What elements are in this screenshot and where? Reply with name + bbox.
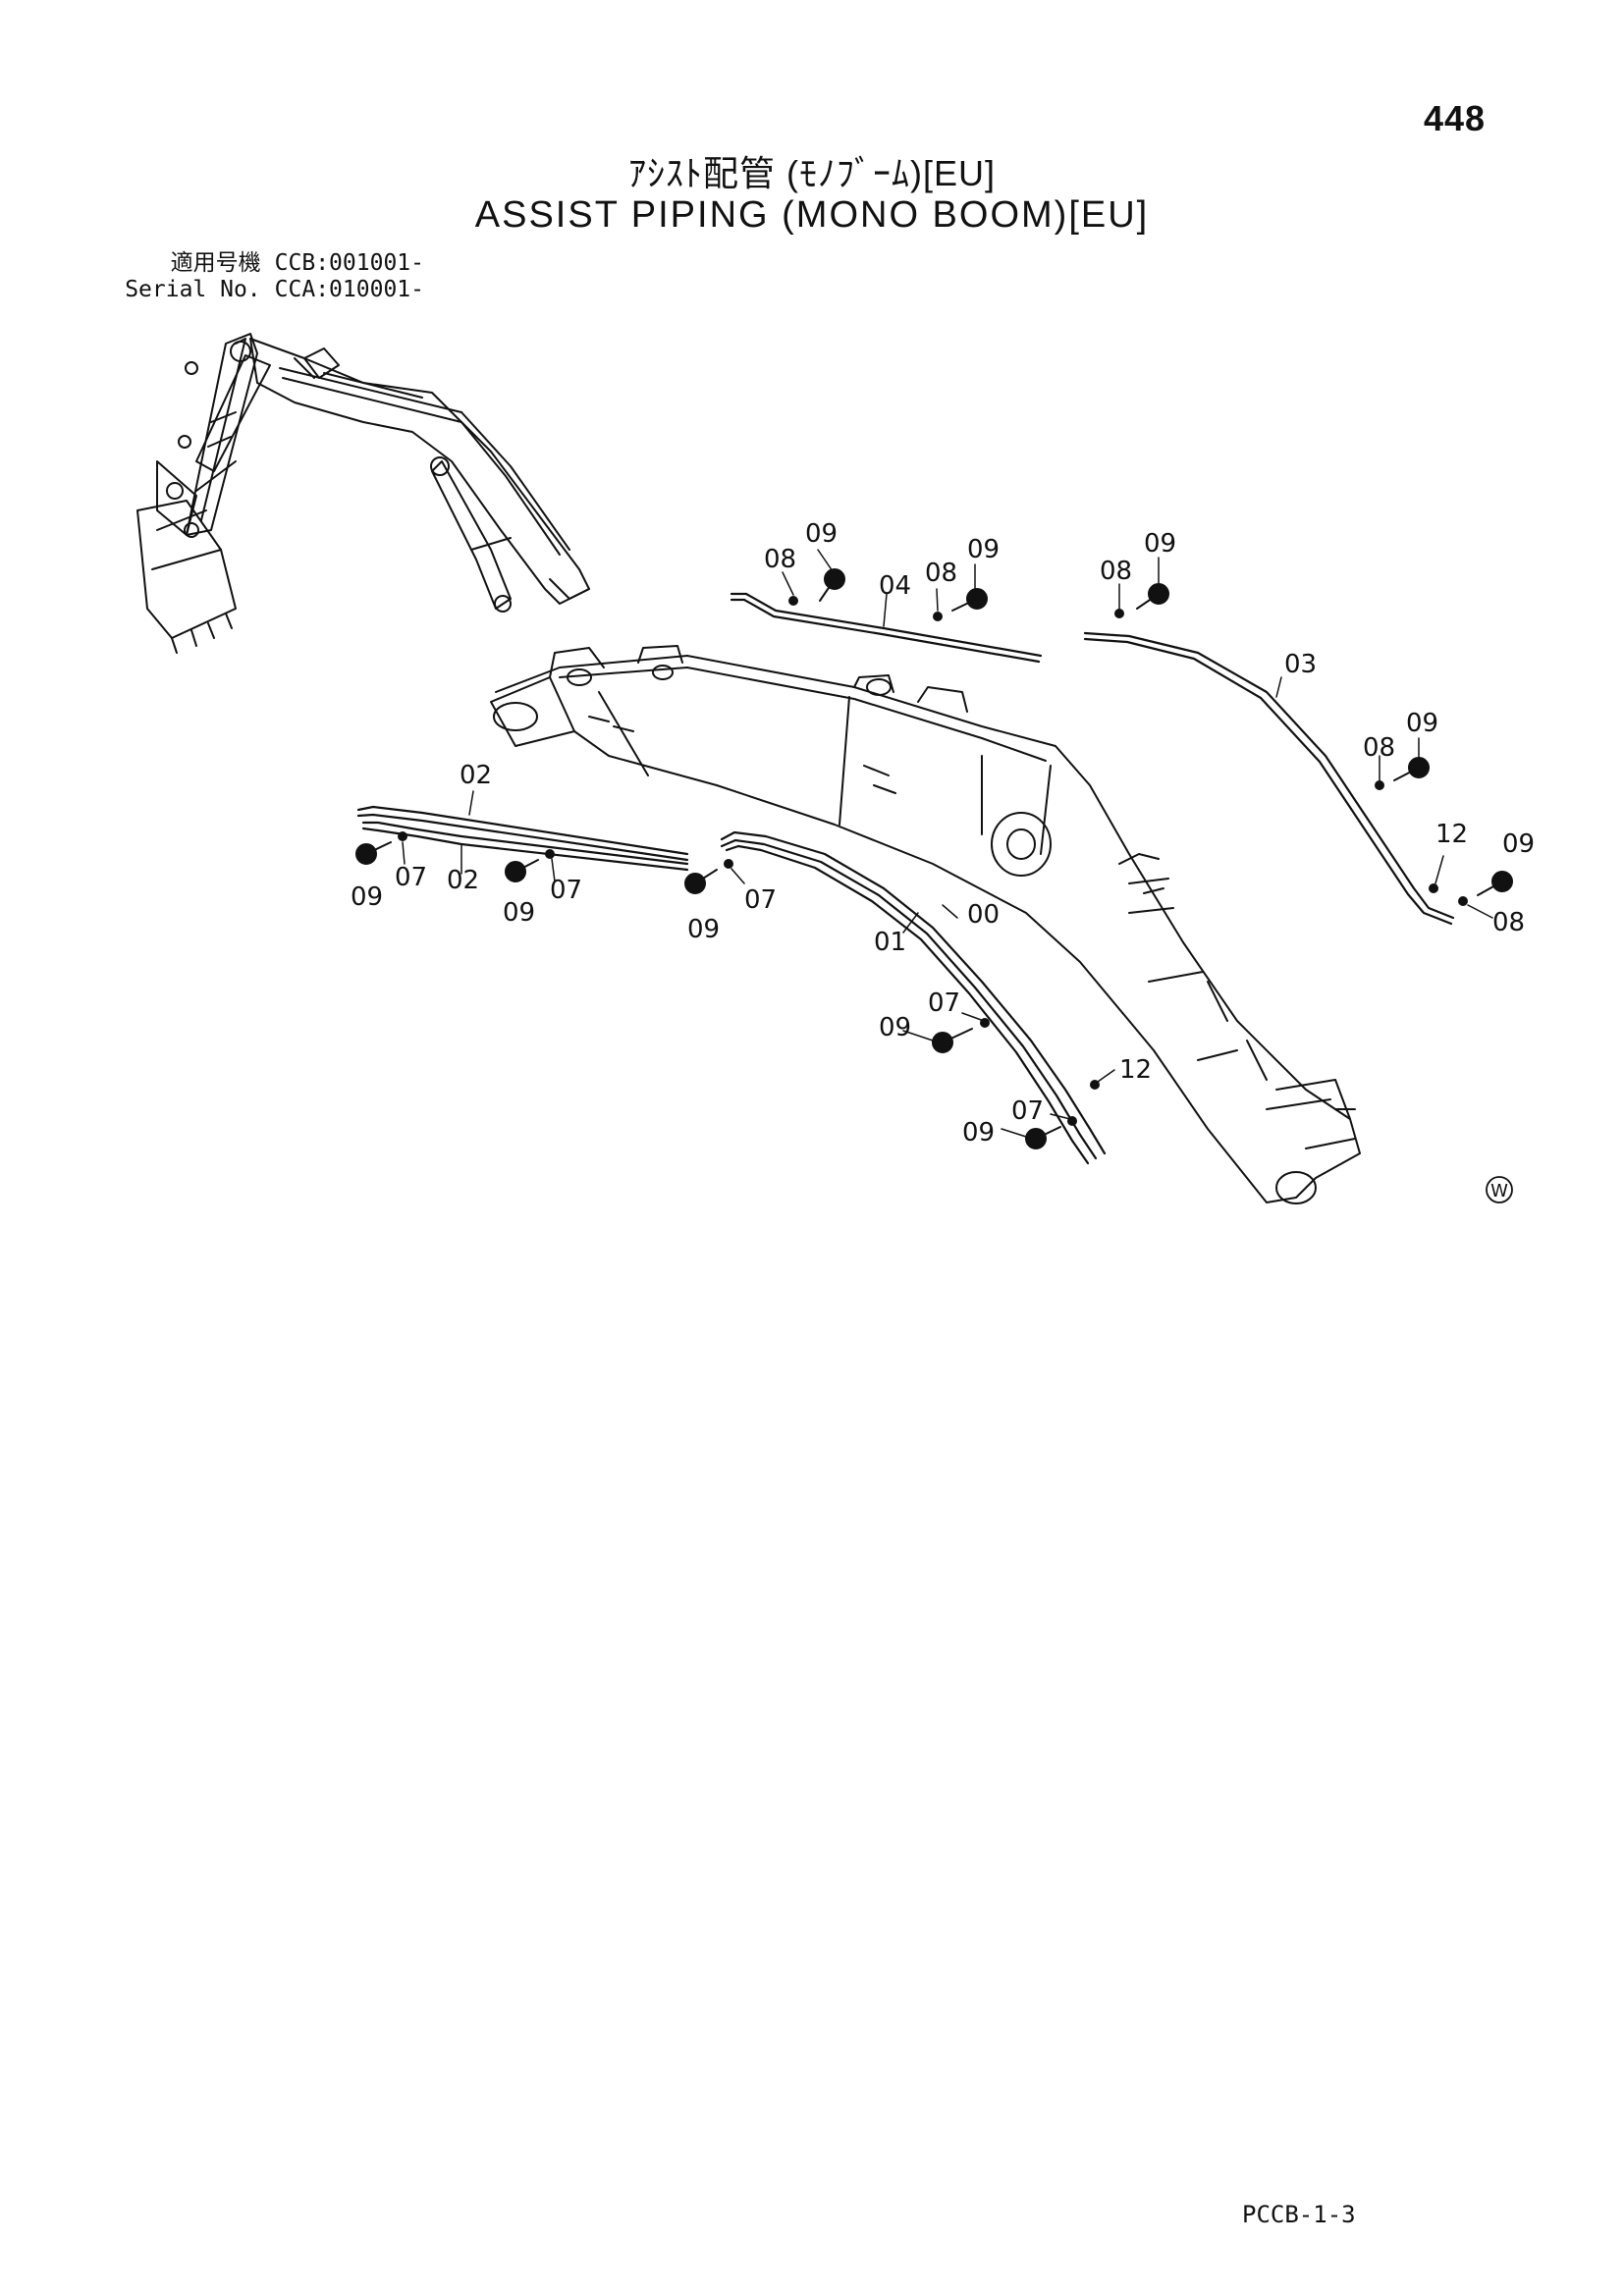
callout-label: 08 <box>1492 908 1525 937</box>
callout-label: 12 <box>1119 1055 1152 1085</box>
circled-w-letter: W <box>1490 1181 1508 1201</box>
serial-label: 適用号機 <box>170 250 261 276</box>
footer-code: PCCB-1-3 <box>1242 2201 1356 2228</box>
callout-label: 09 <box>1502 829 1535 859</box>
callout-label: 09 <box>1406 709 1438 738</box>
callout-label: 09 <box>1144 529 1176 559</box>
circled-w-symbol: W <box>1486 1176 1513 1203</box>
page-number: 448 <box>1424 98 1487 138</box>
pipes <box>356 592 1455 1165</box>
callout-label: 07 <box>395 863 427 892</box>
callout-label: 08 <box>764 545 796 574</box>
callout-label: 09 <box>962 1118 995 1148</box>
callout-label: 09 <box>879 1013 911 1042</box>
callout-label: 01 <box>874 928 906 957</box>
callout-label: 02 <box>460 761 492 790</box>
mono-boom-drawing <box>490 645 1361 1204</box>
callout-label: 02 <box>447 866 479 895</box>
callout-label: 07 <box>1011 1096 1044 1126</box>
callout-label: 08 <box>925 559 957 588</box>
serial-row-model: 適用号機 CCB:001001- <box>110 250 424 277</box>
serial-applicability: 適用号機 CCB:001001- Serial No. CCA:010001- <box>110 250 424 303</box>
callout-label: 07 <box>550 876 582 905</box>
callout-label: 03 <box>1284 650 1317 679</box>
callout-label: 09 <box>503 898 535 928</box>
page-title-jp: ｱｼｽﾄ配管 (ﾓﾉﾌﾞｰﾑ)[EU] <box>628 153 996 193</box>
callout-label: 04 <box>879 571 911 601</box>
excavator-arm-drawing <box>136 333 590 654</box>
leader-lines <box>402 549 1493 1138</box>
callout-label: 08 <box>1363 733 1395 763</box>
callout-label: 07 <box>744 885 777 915</box>
serial-value: CCA:010001- <box>274 277 424 302</box>
callout-label: 07 <box>928 988 960 1018</box>
callout-label: 00 <box>967 900 1000 930</box>
callout-label: 08 <box>1100 557 1132 586</box>
parts-diagram: 09 08 09 08 04 09 08 03 09 08 12 09 08 0… <box>136 333 1535 1204</box>
fasteners <box>355 568 1513 1149</box>
serial-value: CCB:001001- <box>274 250 424 276</box>
callout-label: 09 <box>967 535 1000 564</box>
callout-label: 09 <box>351 882 383 912</box>
callout-label: 12 <box>1435 820 1468 849</box>
callout-labels: 09 08 09 08 04 09 08 03 09 08 12 09 08 0… <box>351 519 1535 1148</box>
serial-row-number: Serial No. CCA:010001- <box>110 277 424 303</box>
page-title-en: ASSIST PIPING (MONO BOOM)[EU] <box>474 194 1150 236</box>
callout-label: 09 <box>687 915 720 944</box>
serial-label: Serial No. <box>125 277 261 302</box>
callout-label: 09 <box>805 519 838 549</box>
